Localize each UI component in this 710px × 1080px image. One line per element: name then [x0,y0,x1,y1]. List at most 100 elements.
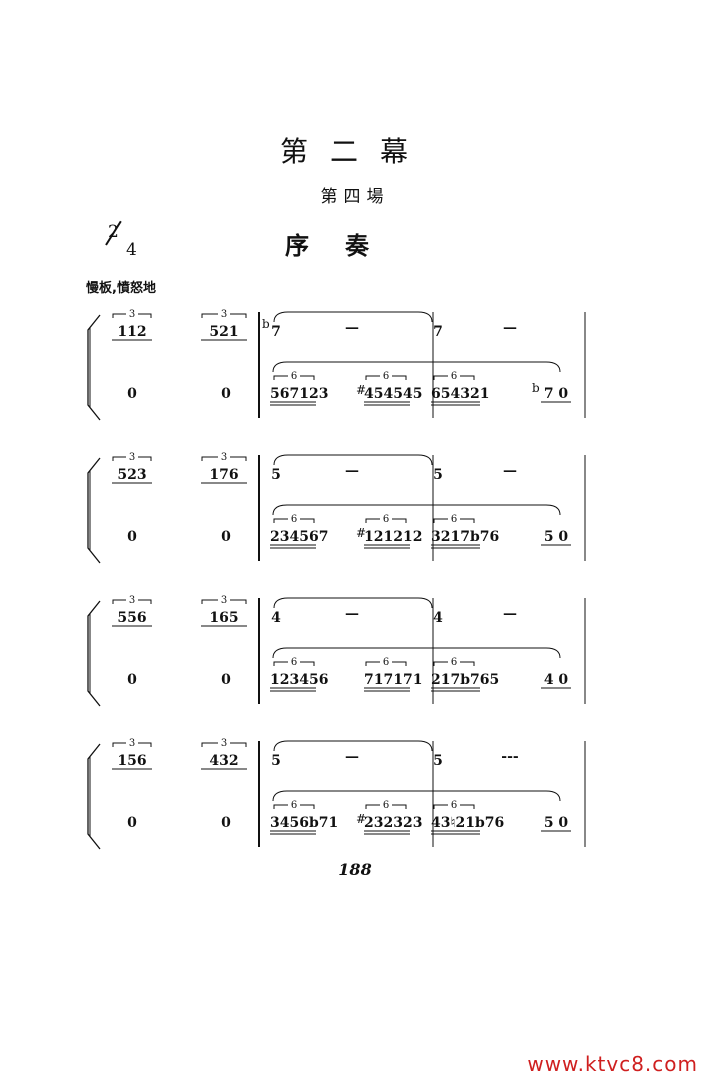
tuplet-bracket [433,375,475,380]
tuplet-bracket [112,313,152,318]
upper-measure-1-note: 5 [271,753,281,769]
lower-group-1: 567123 [270,386,328,402]
lower-pickup-2: 0 [221,529,231,545]
time-signature-unit: 4 [126,240,137,260]
tuplet-bracket [433,661,475,666]
upper-measure-2-hold: — [503,320,517,336]
system-brace [87,314,101,421]
upper-measure-1-hold: — [345,749,359,765]
tuplet-bracket [112,456,152,461]
flat-sign: b [262,317,270,331]
upper-pickup-1: 112 [117,324,146,340]
tuplet-bracket [433,518,475,523]
tuplet-number: 3 [129,738,135,749]
tuplet-bracket [112,599,152,604]
tuplet-bracket [365,661,407,666]
lower-group-1: 123456 [270,672,328,688]
lower-pickup-1: 0 [127,815,137,831]
slur [272,790,561,802]
tuplet-bracket [365,375,407,380]
tuplet-number: 3 [129,309,135,320]
upper-measure-2-note: 7 [433,324,443,340]
lower-pickup-2: 0 [221,386,231,402]
tuplet-number: 3 [129,452,135,463]
act-title: 第二幕 [279,135,430,168]
tuplet-bracket [112,742,152,747]
upper-measure-1-note: 4 [271,610,281,626]
lower-group-4: 4 0 [544,672,569,688]
tuplet-number: 6 [291,800,297,811]
tuplet-number: 6 [451,371,457,382]
lower-group-4: 5 0 [544,529,569,545]
upper-pickup-1: 156 [117,753,146,769]
lower-pickup-2: 0 [221,672,231,688]
tuplet-bracket [273,375,315,380]
lower-group-3: 3217b76 [431,529,499,545]
tuplet-bracket [365,804,407,809]
lower-group-2: 717171 [364,672,422,688]
upper-measure-2-hold: — [503,463,517,479]
upper-measure-1-note: 7 [271,324,281,340]
slur [273,597,433,609]
upper-measure-1-hold: — [345,606,359,622]
lower-group-2: 121212 [364,529,422,545]
tuplet-number: 6 [451,800,457,811]
upper-measure-2-note: 5 [433,753,443,769]
slur [272,504,561,516]
upper-measure-1-note: 5 [271,467,281,483]
tuplet-bracket [201,742,247,747]
system-brace [87,600,101,707]
lower-group-4: 5 0 [544,815,569,831]
upper-measure-2-note: 5 [433,467,443,483]
tuplet-number: 6 [291,514,297,525]
lower-group-3: 217b765 [431,672,499,688]
page-number: 188 [338,860,372,879]
slur [272,361,561,373]
lower-group-1: 3456b71 [270,815,338,831]
tuplet-number: 6 [291,657,297,668]
tuplet-number: 3 [221,595,227,606]
watermark: www.ktvc8.com [527,1052,698,1076]
slur [273,311,433,323]
tuplet-bracket [273,518,315,523]
tuplet-number: 6 [451,514,457,525]
lower-group-4: 7 0 [544,386,569,402]
tuplet-number: 6 [383,800,389,811]
piece-title: 序奏 [285,232,405,260]
tuplet-number: 3 [221,738,227,749]
tuplet-number: 6 [383,371,389,382]
tuplet-bracket [433,804,475,809]
lower-pickup-1: 0 [127,529,137,545]
upper-measure-2-note: 4 [433,610,443,626]
tuplet-bracket [273,804,315,809]
upper-pickup-2: 165 [209,610,238,626]
lower-group-2: 454545 [364,386,422,402]
tuplet-number: 6 [291,371,297,382]
lower-group-2: 232323 [364,815,422,831]
system-brace [87,743,101,850]
upper-pickup-2: 521 [209,324,238,340]
sharp-sign: # [356,812,366,826]
sharp-sign: # [356,526,366,540]
slur [272,647,561,659]
slur [273,454,433,466]
system-brace [87,457,101,564]
lower-pickup-1: 0 [127,386,137,402]
lower-group-1: 234567 [270,529,328,545]
lower-group-3: 43♮21b76 [431,815,504,831]
flat-sign: b [532,381,540,395]
slur [273,740,433,752]
tuplet-number: 3 [129,595,135,606]
tuplet-bracket [201,599,247,604]
upper-pickup-1: 523 [117,467,146,483]
tuplet-number: 6 [383,514,389,525]
upper-pickup-1: 556 [117,610,146,626]
lower-pickup-2: 0 [221,815,231,831]
tuplet-bracket [201,313,247,318]
upper-measure-2-hold: --- [501,749,519,765]
